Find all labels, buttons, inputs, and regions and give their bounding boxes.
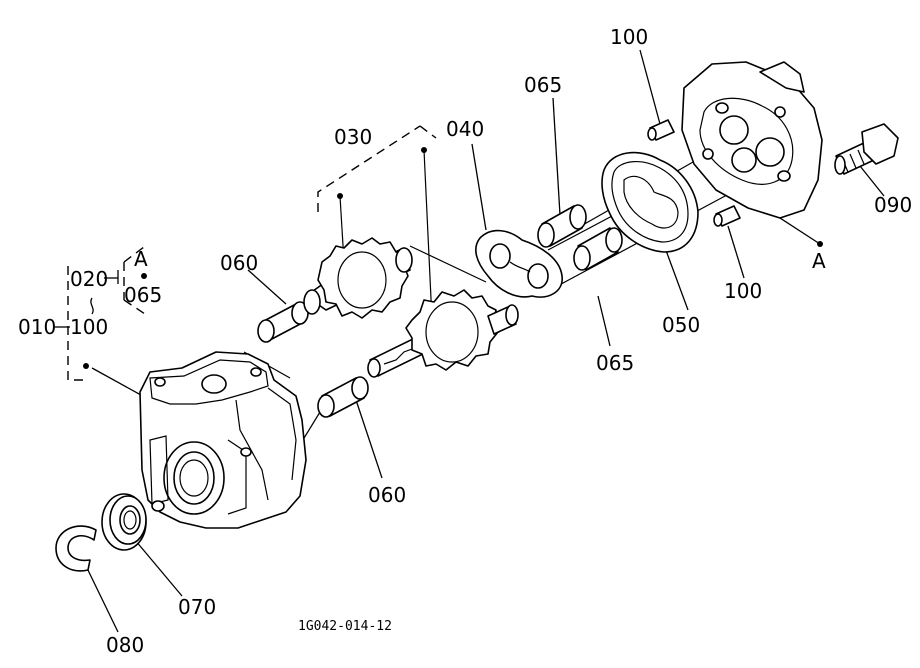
dowel-pin-100-upper [647,119,675,141]
label-100-lower: 100 [724,279,762,303]
label-020: 020 [70,267,108,291]
pump-body-housing [139,351,307,529]
label-065-lower: 065 [596,351,634,375]
label-090: 090 [874,193,912,217]
label-A-top: A [134,247,148,271]
bushing-060-lower [317,376,369,418]
label-100-group: 100 [70,315,108,339]
drawing-code: 1G042-014-12 [298,619,392,634]
driven-gear-030 [303,237,413,319]
label-040: 040 [446,117,484,141]
bushing-065-upper [537,204,587,248]
label-100-upper: 100 [610,25,648,49]
snap-ring-080 [55,525,97,572]
wear-plate-040 [475,229,563,298]
label-A-right: A [812,249,826,273]
label-010: 010 [18,315,56,339]
label-050: 050 [662,313,700,337]
pump-cover-housing [681,61,823,219]
dowel-pin-100-lower [713,205,741,227]
label-070: 070 [178,595,216,619]
bushing-065-lower [573,227,623,271]
reference-dots [83,147,823,369]
bolt-090 [834,123,899,175]
label-060-lower: 060 [368,483,406,507]
label-080: 080 [106,633,144,657]
label-065-upper: 065 [524,73,562,97]
assembly-connectors [54,270,119,328]
callout-labels: 010 020 100 A 065 030 040 060 060 065 06… [18,25,912,657]
drive-gear-030-shaft [367,289,519,378]
group-brackets [67,125,437,381]
bushing-060-upper [257,301,309,343]
oil-seal-070 [101,493,147,551]
label-030: 030 [334,125,372,149]
label-065-group: 065 [124,283,162,307]
label-060-upper: 060 [220,251,258,275]
gasket-050 [601,151,699,253]
